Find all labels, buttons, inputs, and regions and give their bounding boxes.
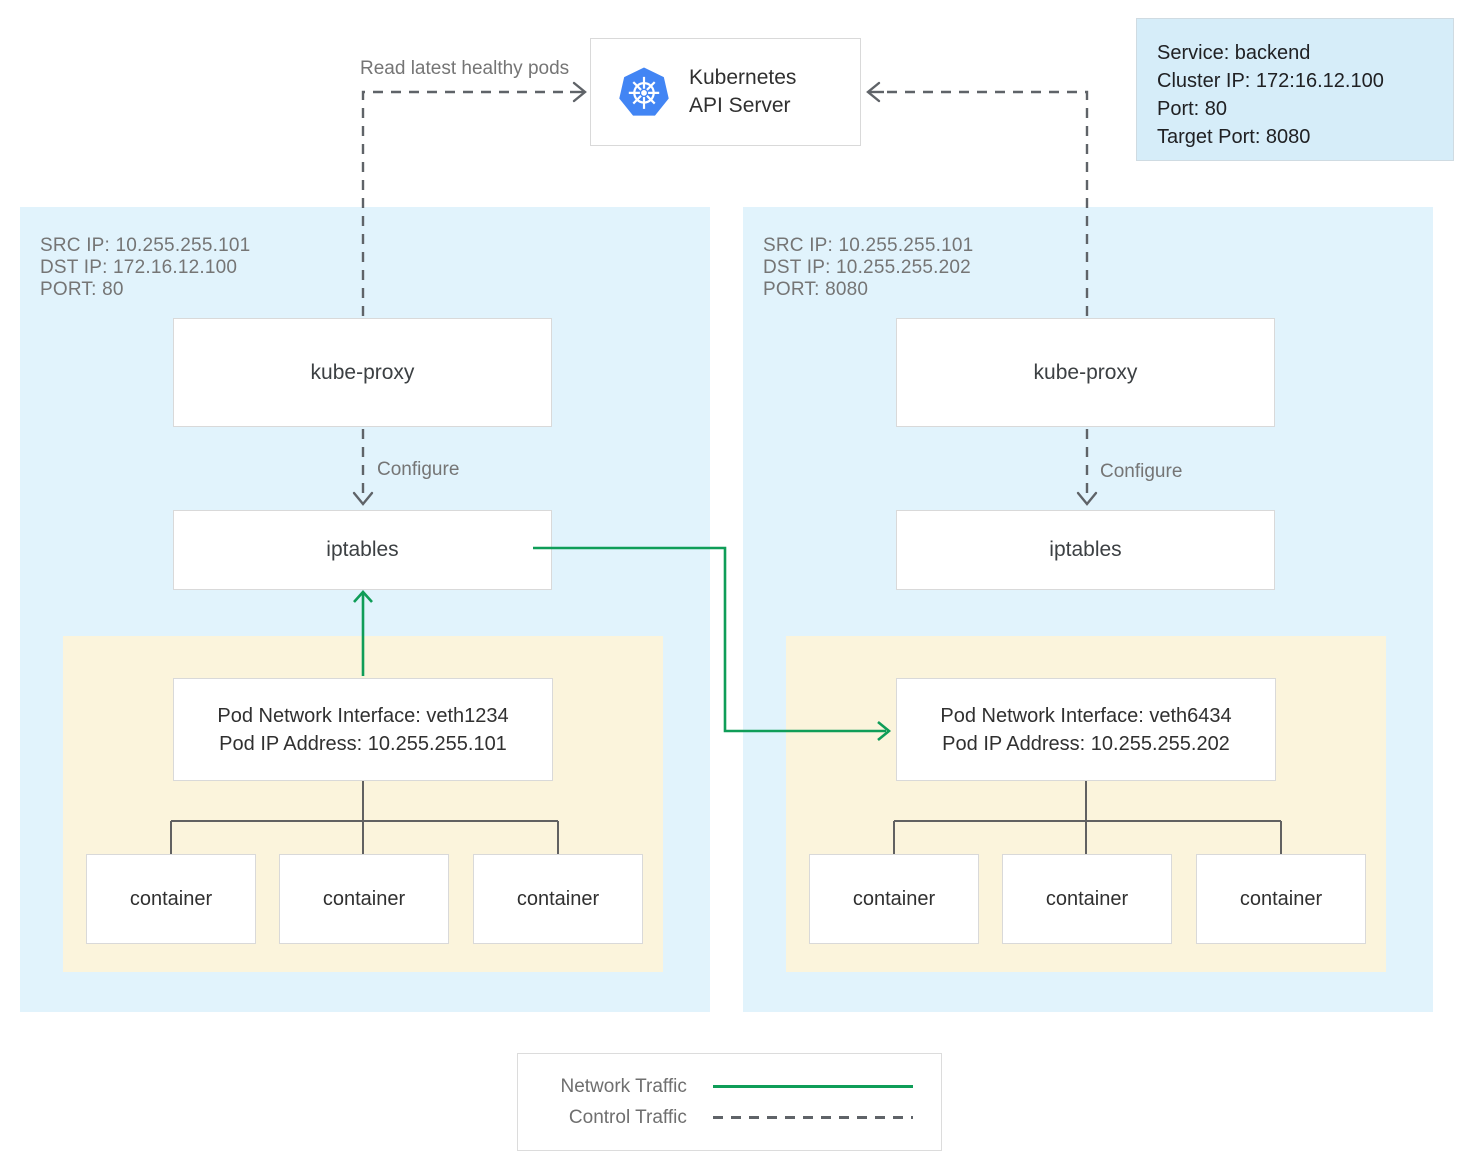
control-traffic-label: Control Traffic bbox=[568, 1106, 687, 1128]
container-box: container bbox=[1196, 854, 1366, 944]
arrowhead-right-icon bbox=[572, 81, 587, 103]
container-box: container bbox=[809, 854, 979, 944]
legend: Network Traffic Control Traffic bbox=[517, 1053, 942, 1151]
container-box: container bbox=[1002, 854, 1172, 944]
kube-proxy-box-left: kube-proxy bbox=[173, 318, 552, 427]
legend-row-control: Control Traffic bbox=[546, 1107, 913, 1129]
node-left-packet-info: SRC IP: 10.255.255.101 DST IP: 172.16.12… bbox=[40, 235, 250, 301]
pod-interface-line: Pod Network Interface: veth1234 bbox=[217, 704, 509, 727]
node-right-packet-info: SRC IP: 10.255.255.101 DST IP: 10.255.25… bbox=[763, 235, 973, 301]
port-label: PORT: 8080 bbox=[763, 279, 869, 300]
node-left: SRC IP: 10.255.255.101 DST IP: 172.16.12… bbox=[20, 207, 710, 1012]
read-latest-healthy-pods-label: Read latest healthy pods bbox=[360, 58, 570, 79]
container-box: container bbox=[473, 854, 643, 944]
api-server-line1: Kubernetes bbox=[689, 66, 797, 89]
api-server-line2: API Server bbox=[689, 94, 791, 117]
kube-proxy-box-right: kube-proxy bbox=[896, 318, 1275, 427]
pod-right: Pod Network Interface: veth6434 Pod IP A… bbox=[786, 636, 1386, 972]
arrowhead-left-icon bbox=[866, 81, 881, 103]
control-traffic-line-sample bbox=[712, 1116, 913, 1119]
kubernetes-icon bbox=[619, 67, 669, 116]
src-ip-label: SRC IP: 10.255.255.101 bbox=[40, 235, 251, 256]
service-target-port-line: Target Port: 8080 bbox=[1157, 126, 1311, 148]
kubernetes-api-server-box: Kubernetes API Server bbox=[590, 38, 861, 146]
network-traffic-label: Network Traffic bbox=[560, 1075, 687, 1097]
container-box: container bbox=[279, 854, 449, 944]
iptables-box-right: iptables bbox=[896, 510, 1275, 590]
pod-network-interface-right: Pod Network Interface: veth6434 Pod IP A… bbox=[896, 678, 1276, 781]
pod-ip-line: Pod IP Address: 10.255.255.202 bbox=[942, 732, 1230, 755]
service-info-card: Service: backend Cluster IP: 172:16.12.1… bbox=[1136, 18, 1454, 161]
iptables-box-left: iptables bbox=[173, 510, 552, 590]
legend-row-network: Network Traffic bbox=[546, 1076, 913, 1098]
pod-ip-line: Pod IP Address: 10.255.255.101 bbox=[219, 732, 507, 755]
service-port-line: Port: 80 bbox=[1157, 98, 1228, 120]
src-ip-label: SRC IP: 10.255.255.101 bbox=[763, 235, 974, 256]
network-traffic-line-sample bbox=[712, 1085, 913, 1088]
node-right: SRC IP: 10.255.255.101 DST IP: 10.255.25… bbox=[743, 207, 1433, 1012]
dst-ip-label: DST IP: 10.255.255.202 bbox=[763, 257, 971, 278]
container-box: container bbox=[86, 854, 256, 944]
port-label: PORT: 80 bbox=[40, 279, 124, 300]
configure-label-left: Configure bbox=[377, 459, 460, 480]
service-cluster-ip-line: Cluster IP: 172:16.12.100 bbox=[1157, 70, 1384, 92]
pod-interface-line: Pod Network Interface: veth6434 bbox=[940, 704, 1232, 727]
dst-ip-label: DST IP: 172.16.12.100 bbox=[40, 257, 238, 278]
pod-left: Pod Network Interface: veth1234 Pod IP A… bbox=[63, 636, 663, 972]
api-server-label: Kubernetes API Server bbox=[689, 64, 796, 120]
configure-label-right: Configure bbox=[1100, 461, 1183, 482]
service-name-line: Service: backend bbox=[1157, 42, 1311, 64]
pod-network-interface-left: Pod Network Interface: veth1234 Pod IP A… bbox=[173, 678, 553, 781]
